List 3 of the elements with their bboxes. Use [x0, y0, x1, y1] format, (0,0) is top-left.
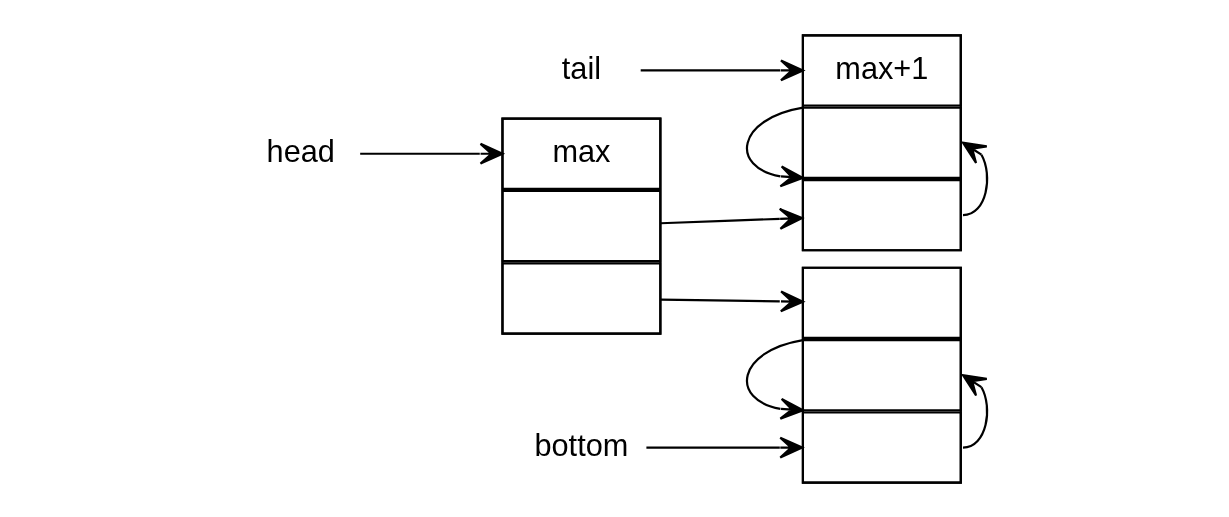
node-text: tail — [561, 50, 602, 86]
node-text: head — [266, 133, 335, 169]
node-text: bottom — [534, 427, 629, 463]
